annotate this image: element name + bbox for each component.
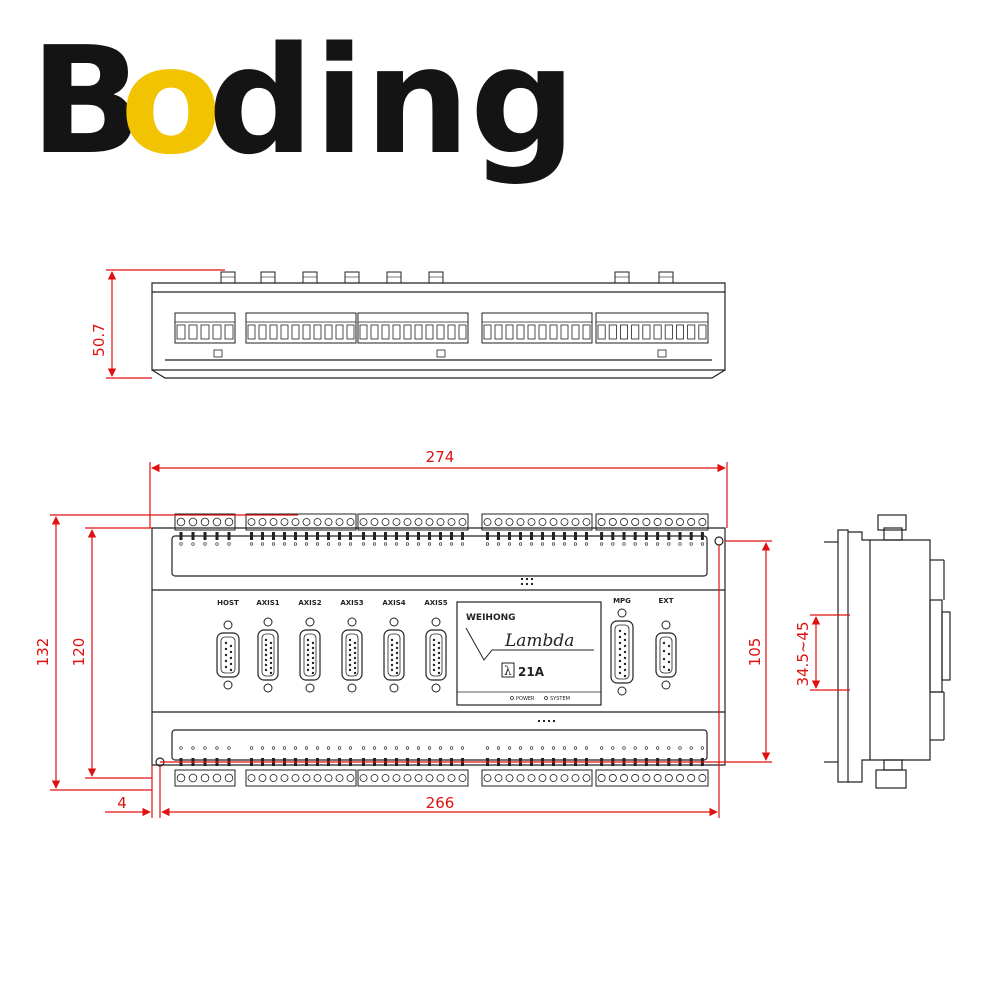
logo-letter-b: B bbox=[30, 22, 143, 187]
dim-side-range: 34.5~45 bbox=[794, 614, 850, 691]
db-connector bbox=[610, 608, 634, 696]
display-variant: 21A bbox=[518, 665, 545, 679]
top-port-knob bbox=[220, 271, 236, 284]
port-labels: HOST AXIS1 AXIS2 AXIS3 AXIS4 AXIS5 MPG E… bbox=[217, 597, 674, 607]
top-port-knob bbox=[344, 271, 360, 284]
db-connector bbox=[341, 617, 363, 693]
display-panel: WEIHONG Lambda λ 21A POWER SYSTEM bbox=[456, 601, 602, 706]
top-port-knob bbox=[428, 271, 444, 284]
top-port-knob bbox=[658, 271, 674, 284]
front-ports bbox=[216, 608, 677, 696]
dim-width-outer: 274 bbox=[149, 448, 728, 528]
db-connector bbox=[216, 620, 240, 690]
top-terminal-block bbox=[595, 312, 709, 344]
top-clip bbox=[436, 349, 446, 358]
top-terminal-block bbox=[481, 312, 593, 344]
port-label-axis3: AXIS3 bbox=[340, 599, 363, 607]
front-terminal-block bbox=[595, 746, 709, 787]
front-terminal-block bbox=[481, 513, 593, 546]
port-label-axis5: AXIS5 bbox=[424, 599, 447, 607]
dim-mount-spacing-label: 105 bbox=[746, 638, 764, 667]
display-model: Lambda bbox=[504, 631, 574, 651]
top-terminal-block bbox=[245, 312, 357, 344]
top-port-knob bbox=[386, 271, 402, 284]
dim-width-inner: 266 bbox=[159, 545, 720, 818]
front-terminal-block bbox=[245, 746, 357, 787]
port-label-ext: EXT bbox=[659, 597, 674, 605]
port-label-axis2: AXIS2 bbox=[298, 599, 321, 607]
front-terminal-block bbox=[357, 513, 469, 546]
port-label-host: HOST bbox=[217, 599, 239, 607]
dim-side-range-label: 34.5~45 bbox=[794, 621, 812, 686]
top-port-knob bbox=[260, 271, 276, 284]
indicator-dots bbox=[521, 578, 555, 722]
display-led-power: POWER bbox=[516, 696, 535, 702]
side-view bbox=[824, 514, 951, 789]
db-connector bbox=[257, 617, 279, 693]
front-terminal-block bbox=[481, 746, 593, 787]
front-bottom-terminals bbox=[174, 746, 709, 787]
display-led-system: SYSTEM bbox=[550, 696, 570, 702]
dim-width-inner-label: 266 bbox=[426, 794, 455, 812]
top-port-knob bbox=[614, 271, 630, 284]
front-terminal-block bbox=[245, 513, 357, 546]
dim-top-height-label: 50.7 bbox=[90, 323, 108, 356]
dim-top-height: 50.7 bbox=[90, 269, 225, 379]
top-terminal-block bbox=[357, 312, 469, 344]
top-view-connectors bbox=[174, 312, 709, 358]
db-connector bbox=[655, 620, 677, 690]
db-connector bbox=[383, 617, 405, 693]
top-clip bbox=[213, 349, 223, 358]
logo-letters-ding: ding bbox=[208, 22, 570, 187]
logo-letter-o: o bbox=[120, 22, 222, 187]
front-terminal-block bbox=[357, 746, 469, 787]
display-lambda-symbol: λ bbox=[504, 664, 512, 678]
front-top-terminals bbox=[174, 513, 709, 546]
port-label-mpg: MPG bbox=[613, 597, 631, 605]
dim-hole-offset-label: 4 bbox=[117, 794, 127, 812]
front-terminal-block bbox=[595, 513, 709, 546]
boding-logo: B o ding bbox=[30, 22, 570, 187]
dim-height-outer-label: 132 bbox=[34, 638, 52, 667]
top-port-knob bbox=[302, 271, 318, 284]
dim-height-inner: 120 bbox=[70, 527, 152, 779]
port-label-axis1: AXIS1 bbox=[256, 599, 279, 607]
dim-height-outer: 132 bbox=[34, 514, 298, 791]
display-brand: WEIHONG bbox=[466, 613, 516, 623]
front-terminal-block bbox=[174, 746, 236, 787]
dim-hole-offset: 4 bbox=[105, 765, 153, 818]
db-connector bbox=[425, 617, 447, 693]
top-terminal-block bbox=[174, 312, 236, 344]
top-view-knobs bbox=[220, 271, 674, 284]
top-clip bbox=[657, 349, 667, 358]
dim-width-outer-label: 274 bbox=[426, 448, 455, 466]
top-view bbox=[151, 271, 726, 379]
port-label-axis4: AXIS4 bbox=[382, 599, 405, 607]
db-connector bbox=[299, 617, 321, 693]
front-terminal-block bbox=[174, 513, 236, 546]
dim-height-inner-label: 120 bbox=[70, 638, 88, 667]
dim-mount-spacing: 105 bbox=[160, 540, 772, 763]
